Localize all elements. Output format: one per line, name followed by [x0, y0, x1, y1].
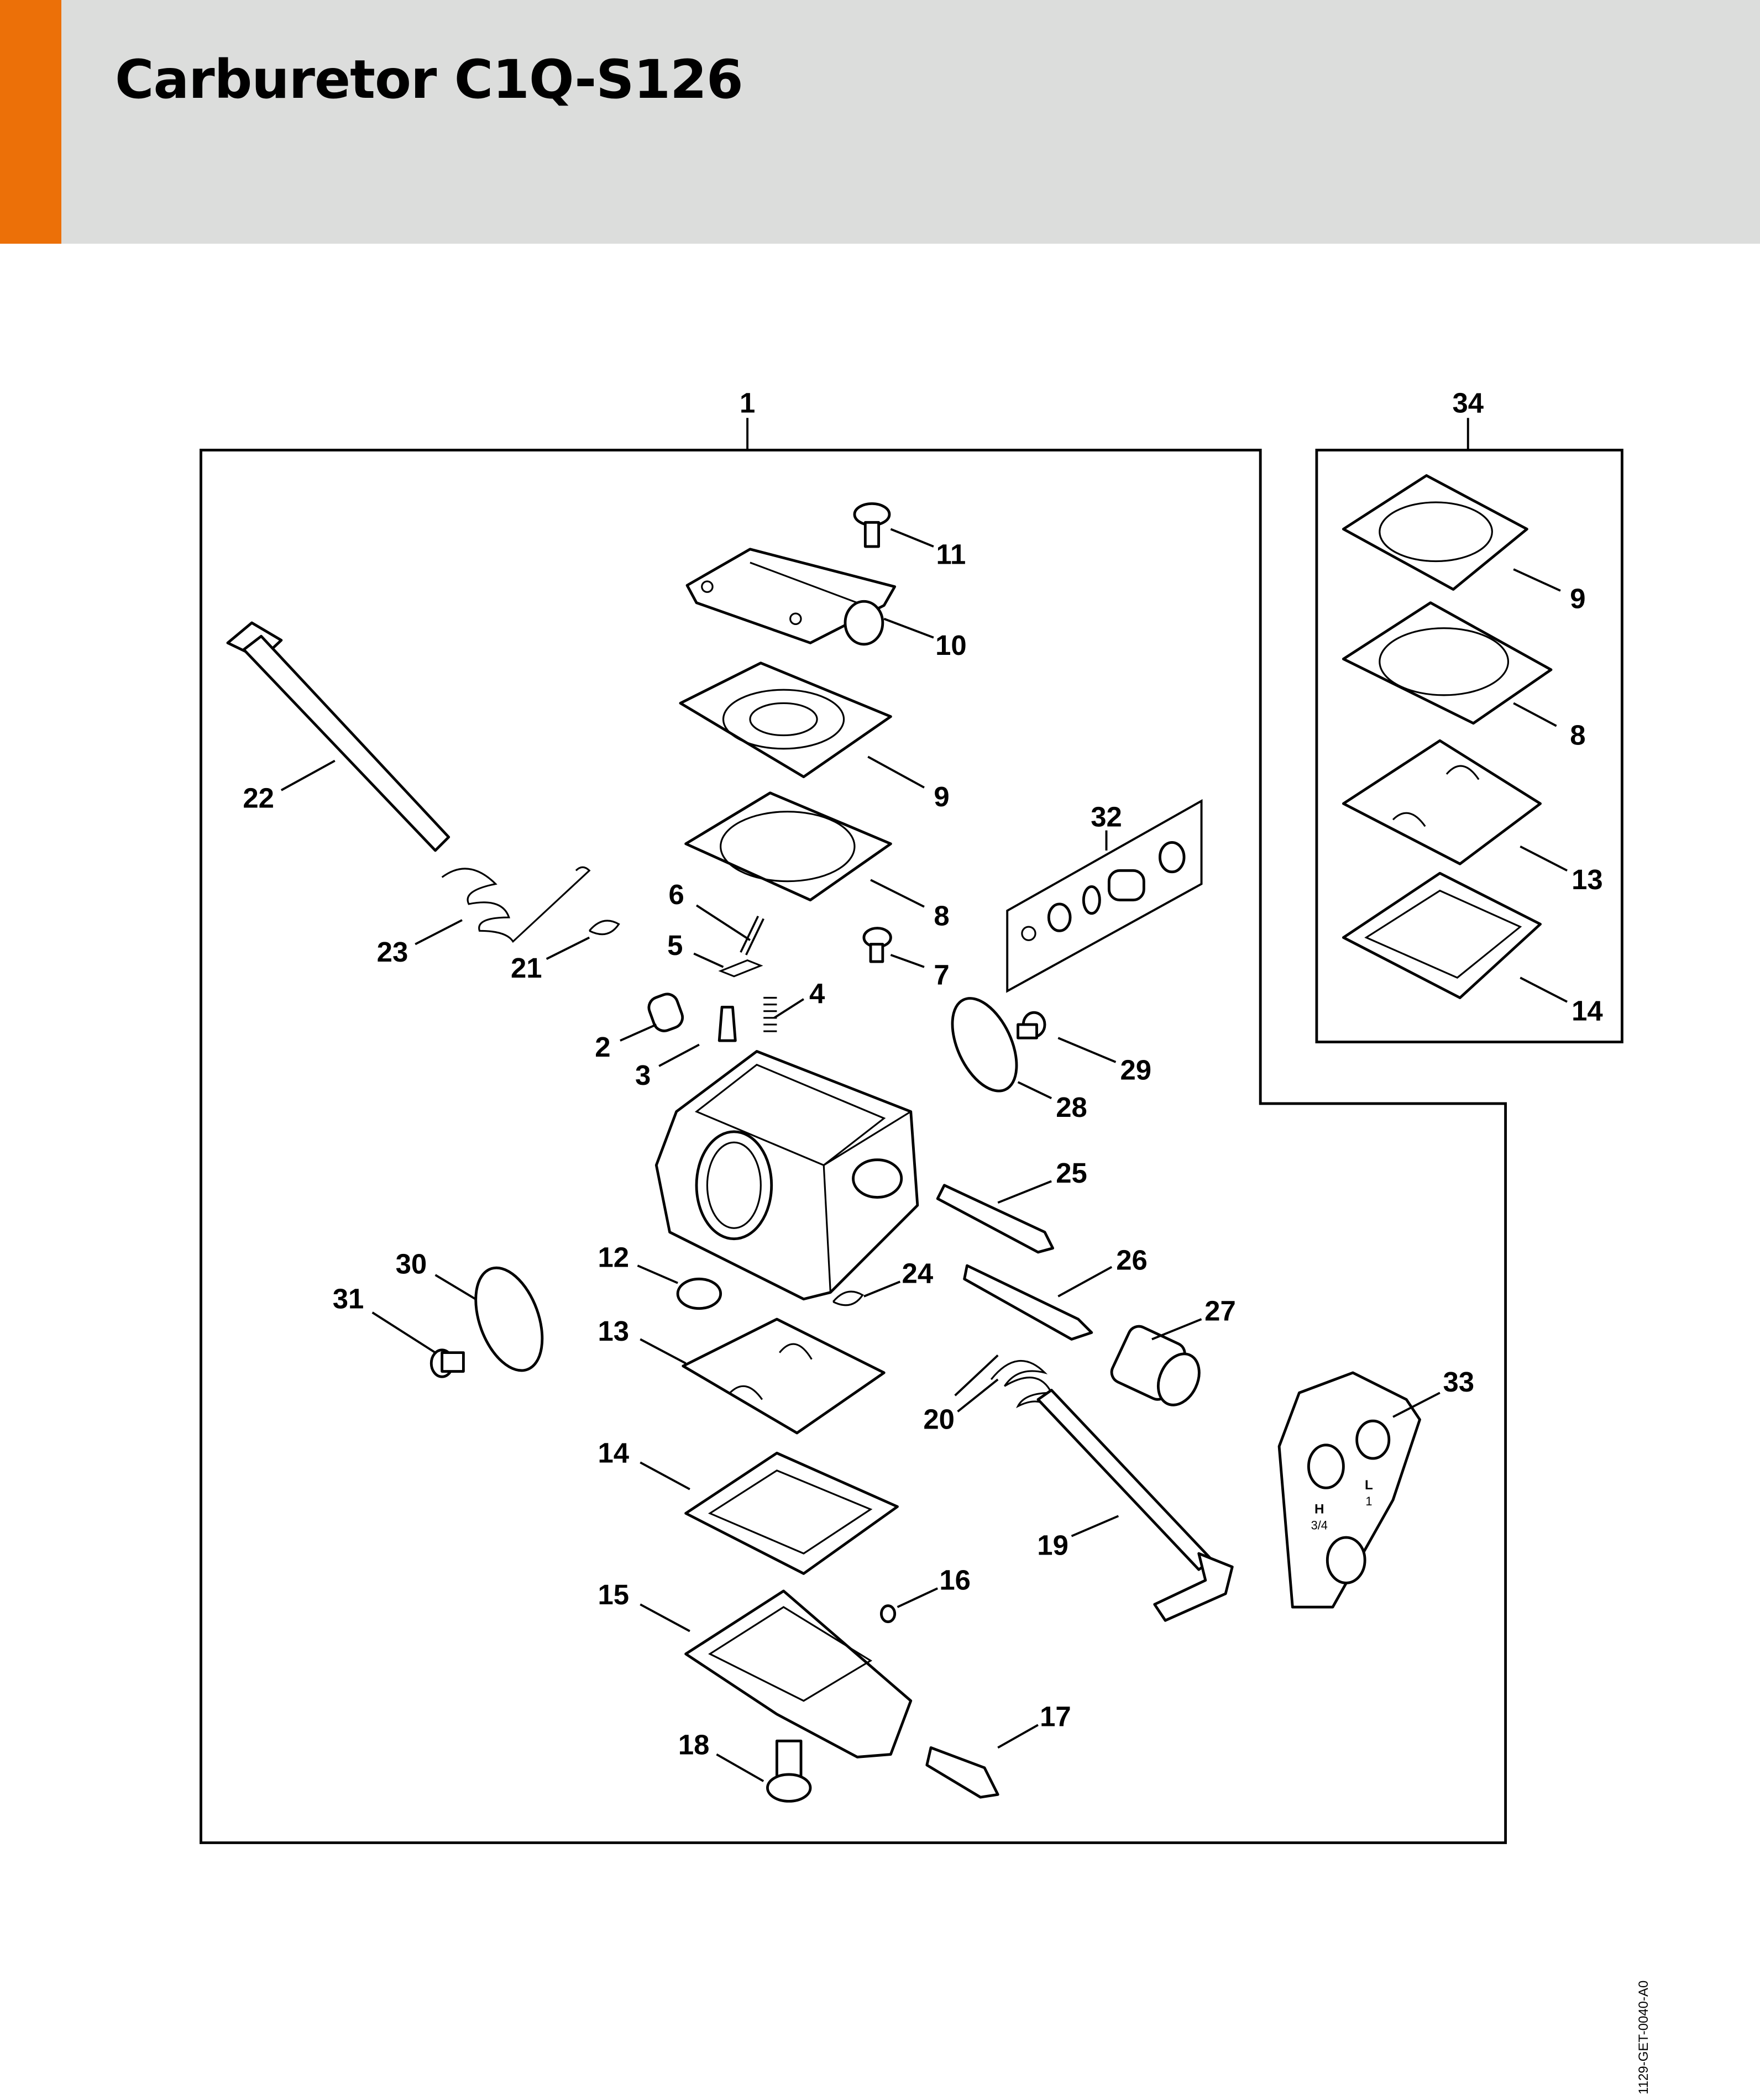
kit-callout-8: 8 [1570, 720, 1585, 751]
carburetor-assembly-frame [200, 449, 1507, 1844]
callout-9: 9 [934, 781, 949, 812]
callout-10: 10 [935, 629, 967, 661]
callout-34: 34 [1452, 387, 1484, 419]
part-16-plug [880, 1604, 897, 1624]
part-9-diaphragm [679, 662, 892, 779]
part-8-gasket [684, 791, 892, 902]
callout-13: 13 [598, 1315, 629, 1347]
callout-8: 8 [934, 900, 949, 932]
callout-16: 16 [939, 1565, 971, 1596]
callout-18: 18 [678, 1729, 710, 1761]
part-30-disc [474, 1266, 544, 1372]
parts-kit-frame [1315, 449, 1623, 1043]
part-7-screw [862, 927, 892, 963]
kit-callout-13: 13 [1572, 864, 1603, 895]
callout-27: 27 [1204, 1295, 1236, 1326]
part-19-choke-shaft [1036, 1389, 1234, 1622]
part-10-pump-cover [685, 548, 897, 646]
callout-5: 5 [667, 930, 683, 961]
callout-29: 29 [1120, 1054, 1152, 1085]
part-29-screw [1017, 1011, 1046, 1040]
leader-lines [280, 418, 1568, 1782]
callout-23: 23 [377, 936, 408, 968]
callout-3: 3 [635, 1059, 651, 1091]
part-27-cap [1110, 1325, 1201, 1406]
part-15-metering-cover [684, 1589, 913, 1758]
part-11-screw [853, 502, 891, 548]
part-17-screw [925, 1746, 999, 1799]
part-21-clip [588, 920, 620, 936]
callout-33: 33 [1443, 1366, 1474, 1398]
part-20-spring [990, 1359, 1056, 1418]
part-24-clip [832, 1290, 864, 1306]
callout-19: 19 [1037, 1530, 1068, 1561]
part-2-plug [647, 993, 684, 1032]
part-3-inlet-needle [717, 1006, 737, 1042]
part-4-spring [763, 996, 777, 1032]
kit-callout-14: 14 [1572, 995, 1603, 1027]
marking-h-turns: 3/4 [1311, 1518, 1328, 1532]
callout-32: 32 [1091, 801, 1122, 832]
part-14-gasket [684, 1451, 899, 1575]
callout-22: 22 [243, 782, 274, 813]
part-22-throttle-shaft [226, 621, 451, 852]
part-12-strainer [676, 1277, 722, 1310]
callout-2: 2 [595, 1031, 610, 1063]
drawing-code: 1129-GET-0040-A0 [1636, 1980, 1651, 2094]
kit-9-diaphragm [1342, 474, 1528, 591]
callout-15: 15 [598, 1579, 629, 1610]
callout-6: 6 [669, 879, 684, 910]
callout-17: 17 [1040, 1701, 1071, 1733]
part-23-torsion-spring [441, 866, 591, 943]
callout-30: 30 [396, 1248, 427, 1280]
part-33-adjustment-plate: H 3/4 L 1 [1277, 1371, 1421, 1609]
callout-4: 4 [809, 978, 825, 1009]
part-32-valve-kit [1006, 799, 1203, 993]
callout-24: 24 [902, 1258, 934, 1289]
carburetor-body [654, 1049, 919, 1301]
callout-14: 14 [598, 1437, 629, 1468]
part-13-metering-gasket [682, 1317, 886, 1435]
callout-1: 1 [740, 387, 755, 419]
callout-31: 31 [333, 1283, 364, 1315]
kit-14-gasket [1342, 872, 1542, 999]
callout-11: 11 [936, 538, 966, 570]
callout-25: 25 [1056, 1157, 1087, 1189]
part-26-low-speed-screw [963, 1264, 1093, 1341]
page-header: Carburetor C1Q-S126 [0, 0, 1760, 244]
kit-8-gasket [1342, 601, 1553, 725]
part-18-screw [766, 1739, 812, 1803]
callout-12: 12 [598, 1242, 629, 1273]
kit-13-gasket [1342, 739, 1542, 865]
marking-h: H [1314, 1502, 1324, 1516]
part-28-disc [951, 997, 1018, 1093]
callout-21: 21 [511, 952, 542, 984]
kit-callout-9: 9 [1570, 582, 1585, 614]
marking-l-turns: 1 [1365, 1494, 1372, 1508]
callout-26: 26 [1116, 1244, 1148, 1275]
callout-7: 7 [934, 959, 949, 990]
callout-20: 20 [923, 1404, 955, 1435]
page-title: Carburetor C1Q-S126 [115, 49, 743, 111]
part-25-high-speed-screw [936, 1184, 1055, 1254]
part-5-inlet-control-lever [718, 959, 763, 978]
callout-28: 28 [1056, 1091, 1087, 1123]
accent-bar [0, 0, 61, 244]
part-31-screw [429, 1348, 465, 1378]
marking-l: L [1365, 1478, 1373, 1493]
